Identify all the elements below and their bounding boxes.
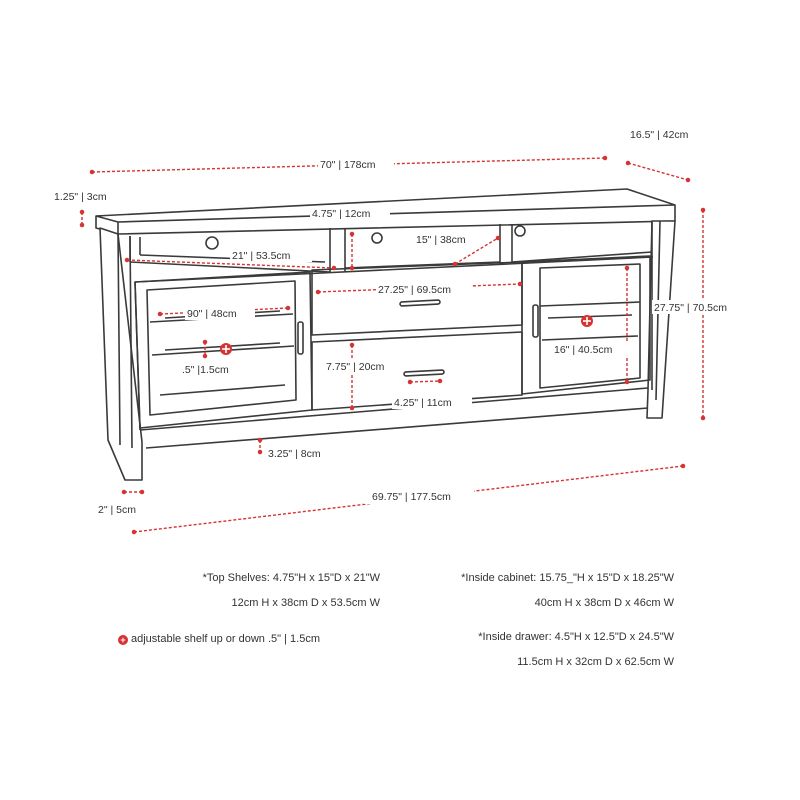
- top-shelf-width-label: 21" | 53.5cm: [232, 250, 291, 262]
- drawer-gap-label: 4.25" | 11cm: [394, 397, 452, 409]
- right-side: [646, 220, 676, 419]
- drawer-width-label: 27.25" | 69.5cm: [378, 284, 451, 296]
- note-adjustable-shelf: +adjustable shelf up or down .5" | 1.5cm: [118, 633, 320, 645]
- plus-circle-icon: +: [118, 635, 128, 645]
- note-inside-cabinet-1: *Inside cabinet: 15.75_"H x 15"D x 18.25…: [461, 572, 674, 584]
- top-shelf-height-label: 4.75" | 12cm: [312, 208, 371, 220]
- note-inside-cabinet-2: 40cm H x 38cm D x 46cm W: [534, 597, 674, 609]
- base-width-label: 69.75" | 177.5cm: [372, 491, 451, 503]
- top-thickness-label: 1.25" | 3cm: [54, 191, 107, 203]
- plus-circle-icon: [581, 315, 593, 327]
- cabinet-angle-label: 90" | 48cm: [187, 308, 237, 320]
- depth-label: 16.5" | 42cm: [630, 129, 689, 141]
- top-shelf-depth-label: 15" | 38cm: [416, 234, 466, 246]
- note-top-shelves-1: *Top Shelves: 4.75"H x 15"D x 21"W: [202, 572, 380, 584]
- clearance-label: 3.25" | 8cm: [268, 448, 321, 460]
- cabinet-height-label: 16" | 40.5cm: [554, 344, 613, 356]
- left-side: [99, 227, 143, 481]
- top-width-label: 70" | 178cm: [320, 159, 376, 171]
- right-door: [521, 255, 651, 395]
- note-inside-drawer-1: *Inside drawer: 4.5"H x 12.5"D x 24.5"W: [478, 631, 674, 643]
- dimension-labels: 16.5" | 42cm 70" | 178cm 1.25" | 3cm 4.7…: [54, 126, 752, 516]
- shelf-adjust-label: .5" |1.5cm: [182, 364, 229, 376]
- upper-drawer: [311, 261, 523, 336]
- total-height-label: 27.75" | 70.5cm: [654, 302, 727, 314]
- lower-drawer: [311, 331, 523, 411]
- note-top-shelves-2: 12cm H x 38cm D x 53.5cm W: [231, 597, 380, 609]
- plus-circle-icon: [220, 343, 232, 355]
- adjustable-shelf-text: adjustable shelf up or down .5" | 1.5cm: [131, 633, 320, 645]
- tv-stand-drawing: [95, 188, 676, 481]
- note-inside-drawer-2: 11.5cm H x 32cm D x 62.5cm W: [517, 656, 674, 668]
- drawer-height-label: 7.75" | 20cm: [326, 361, 385, 373]
- leg-width-label: 2" | 5cm: [98, 504, 136, 516]
